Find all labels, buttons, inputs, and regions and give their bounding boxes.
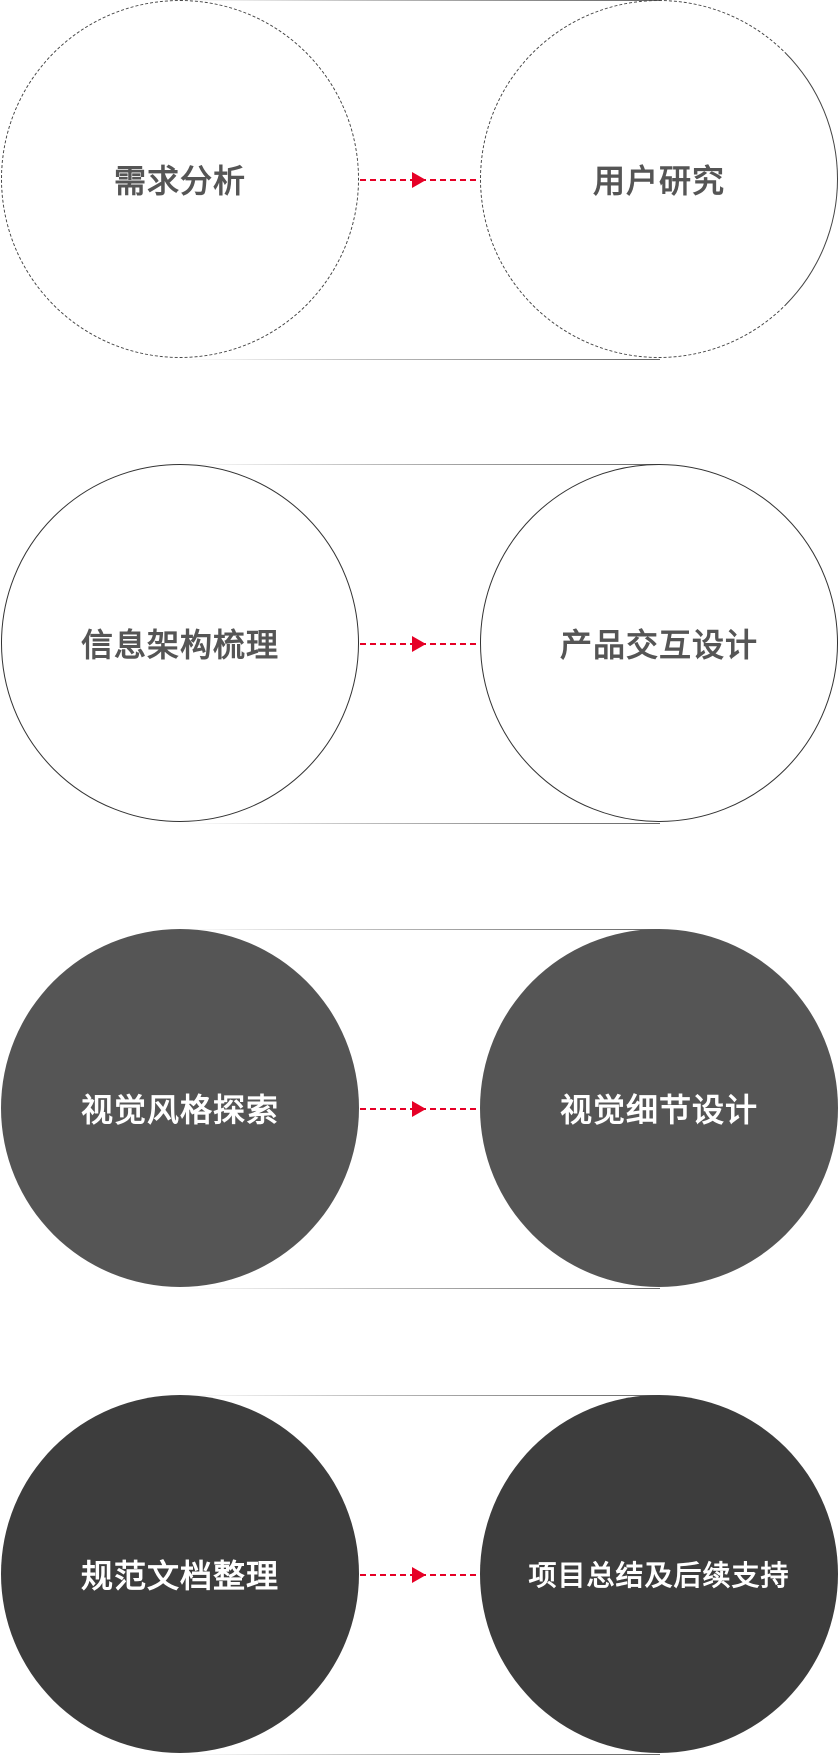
connector-line xyxy=(180,1288,660,1289)
process-row-4: 规范文档整理 项目总结及后续支持 xyxy=(0,1395,840,1755)
step-label: 规范文档整理 xyxy=(80,1557,279,1595)
step-label: 信息架构梳理 xyxy=(80,626,279,664)
connector-line xyxy=(180,929,660,930)
connector-line xyxy=(180,359,660,360)
step-label: 视觉风格探索 xyxy=(80,1091,279,1129)
arrow-right-icon xyxy=(360,1567,480,1583)
step-label: 产品交互设计 xyxy=(559,626,758,664)
step-circle: 产品交互设计 xyxy=(480,464,838,822)
step-circle: 规范文档整理 xyxy=(1,1395,359,1753)
arrow-right-icon xyxy=(360,636,480,652)
process-row-1: 需求分析 用户研究 xyxy=(0,0,840,360)
connector-line xyxy=(180,464,660,465)
step-circle: 用户研究 xyxy=(480,0,838,358)
arrow-right-icon xyxy=(360,1101,480,1117)
arrow-right-icon xyxy=(360,172,480,188)
process-row-3: 视觉风格探索 视觉细节设计 xyxy=(0,929,840,1289)
connector-line xyxy=(180,0,660,1)
step-label: 视觉细节设计 xyxy=(559,1091,758,1129)
step-circle: 信息架构梳理 xyxy=(1,464,359,822)
connector-line xyxy=(180,1395,660,1396)
process-row-2: 信息架构梳理 产品交互设计 xyxy=(0,464,840,824)
connector-line xyxy=(180,823,660,824)
step-circle: 需求分析 xyxy=(1,0,359,358)
step-label: 需求分析 xyxy=(113,162,246,200)
step-label: 用户研究 xyxy=(592,162,725,200)
step-label: 项目总结及后续支持 xyxy=(528,1559,790,1592)
step-circle: 视觉风格探索 xyxy=(1,929,359,1287)
step-circle: 视觉细节设计 xyxy=(480,929,838,1287)
step-circle: 项目总结及后续支持 xyxy=(480,1395,838,1753)
